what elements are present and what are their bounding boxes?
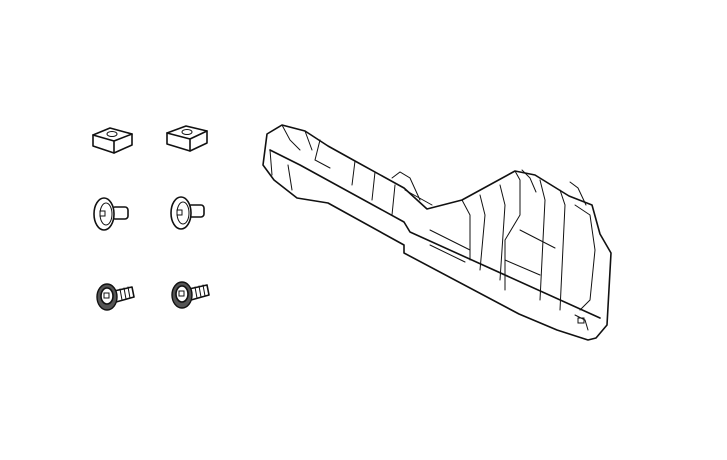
square-nut xyxy=(166,125,208,152)
screw xyxy=(170,196,205,230)
screw xyxy=(93,197,129,231)
square-nut xyxy=(92,127,133,154)
threaded-screw xyxy=(171,281,210,309)
mounting-bracket xyxy=(262,124,612,341)
threaded-screw xyxy=(96,283,135,311)
